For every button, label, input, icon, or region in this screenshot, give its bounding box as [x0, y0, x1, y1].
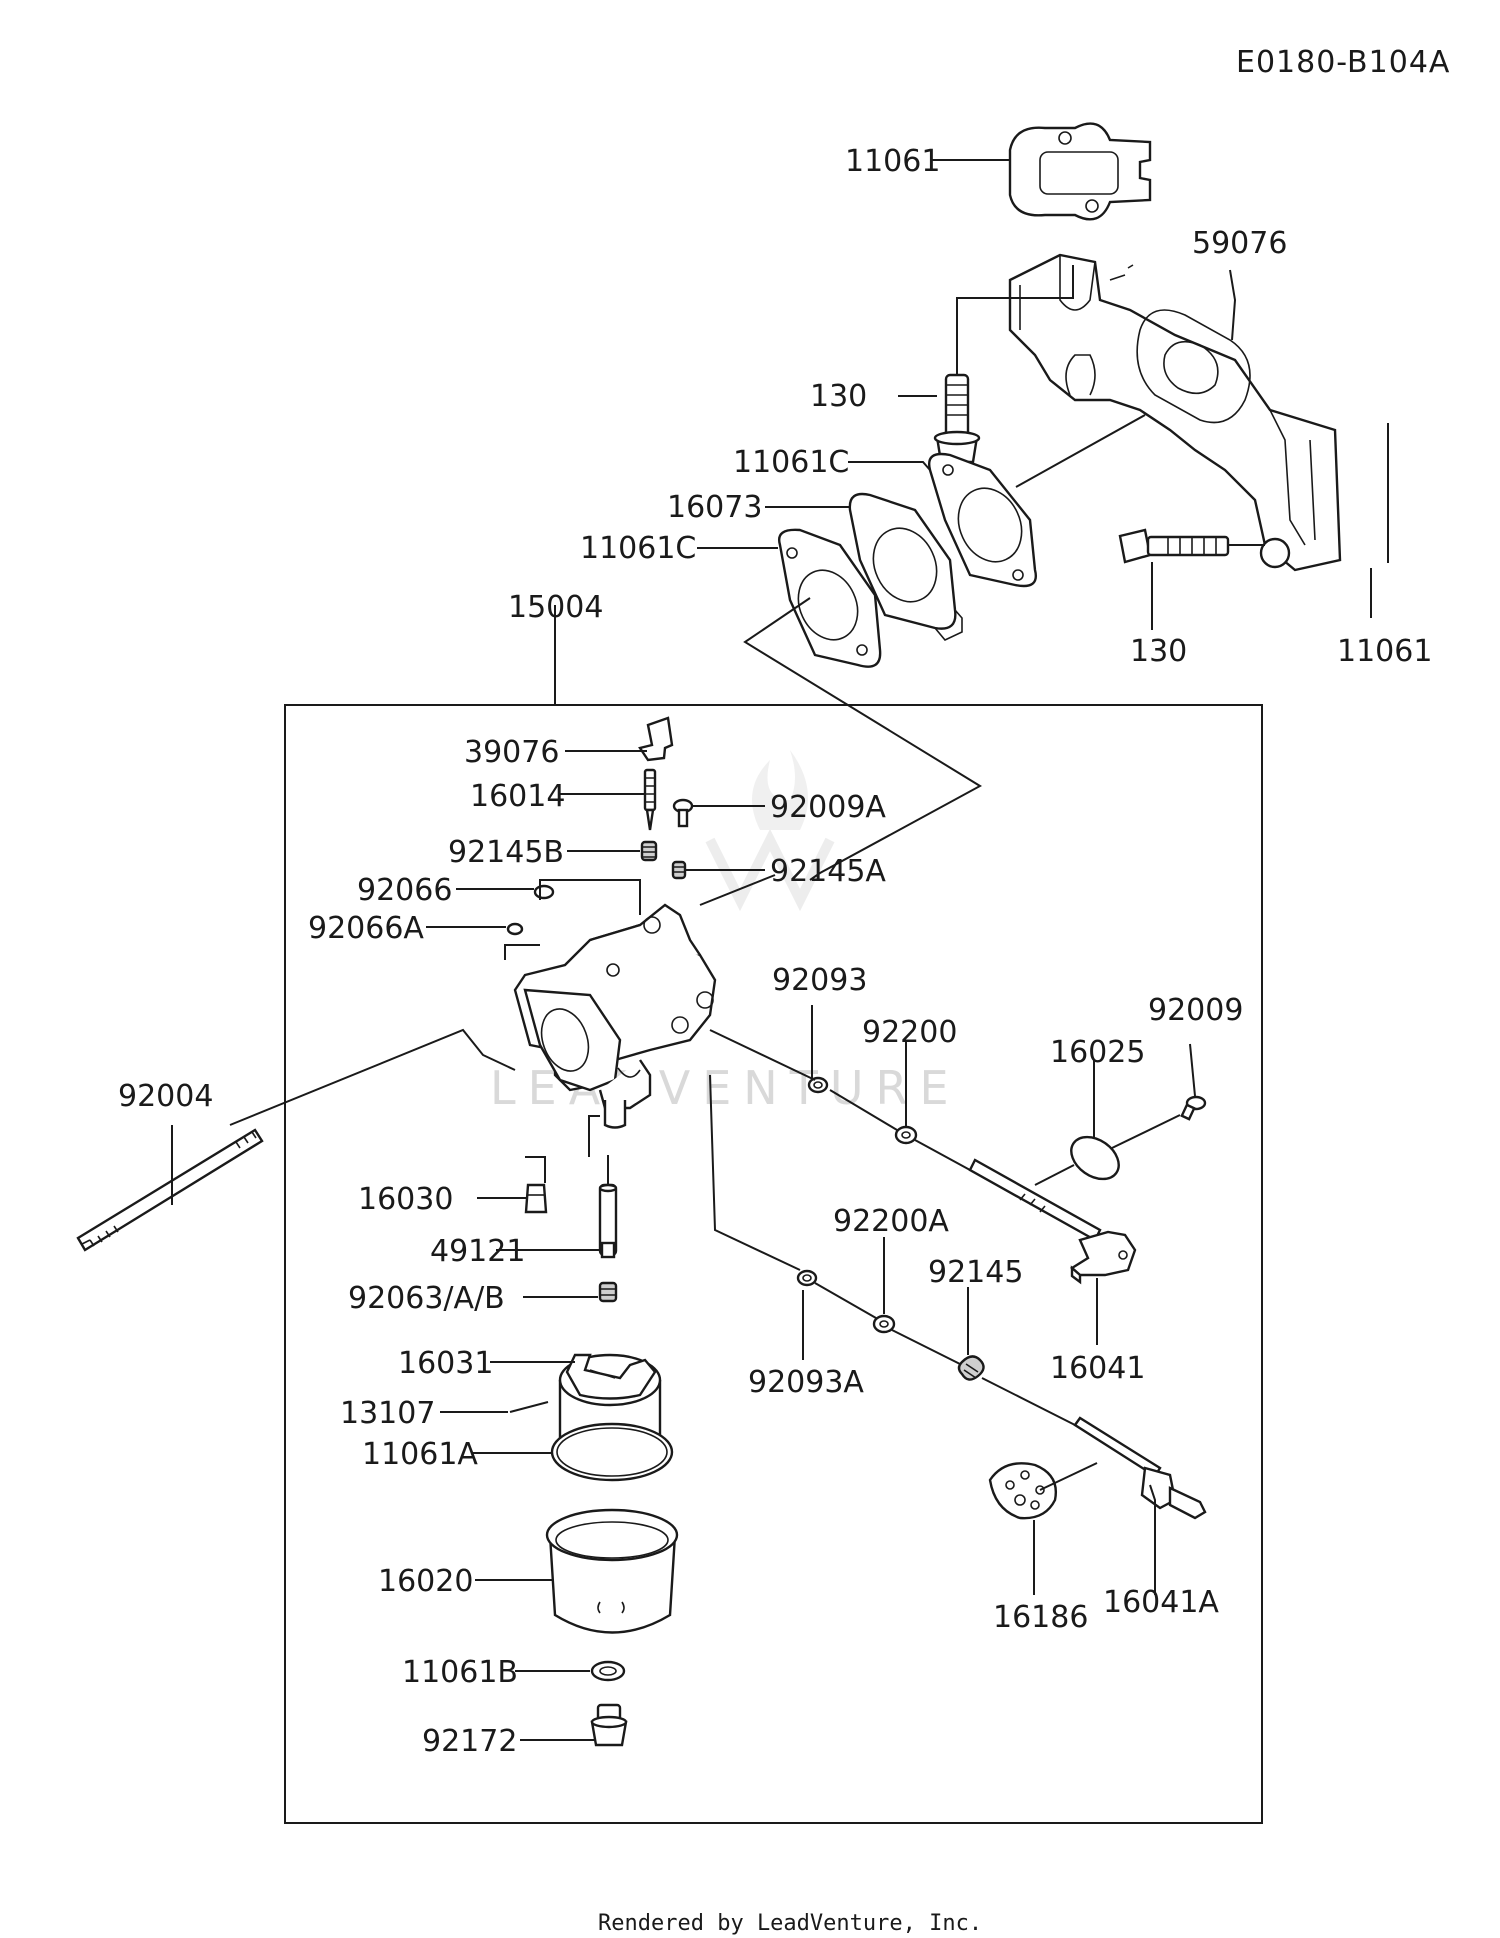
part-92145b — [640, 840, 658, 862]
label-92200a: 92200A — [833, 1204, 949, 1239]
part-11061a-inner — [556, 1427, 668, 1477]
part-49121 — [598, 1183, 618, 1259]
label-59076: 59076 — [1192, 226, 1287, 261]
label-130-upper: 130 — [810, 379, 867, 414]
part-92004 — [76, 1128, 264, 1252]
part-92093 — [807, 1076, 829, 1094]
label-92063-a-b: 92063/A/B — [348, 1281, 505, 1316]
label-11061b: 11061B — [402, 1655, 518, 1690]
part-11061a — [550, 1422, 674, 1482]
label-92066: 92066 — [357, 873, 452, 908]
label-130-lower: 130 — [1130, 634, 1187, 669]
label-15004: 15004 — [508, 590, 603, 625]
part-11061b — [590, 1660, 626, 1682]
label-92145a: 92145A — [770, 854, 886, 889]
carburetor-assembly-box — [284, 704, 1263, 1824]
label-49121: 49121 — [430, 1234, 525, 1269]
label-16014: 16014 — [470, 779, 565, 814]
label-16025: 16025 — [1050, 1035, 1145, 1070]
diagram-reference-code: E0180-B104A — [1236, 45, 1450, 80]
label-92200: 92200 — [862, 1015, 957, 1050]
part-16025 — [1070, 1135, 1120, 1181]
gasket-11061-top — [1008, 122, 1152, 221]
part-16186 — [988, 1462, 1057, 1520]
part-92093a — [796, 1269, 818, 1287]
label-11061-right: 11061 — [1337, 634, 1432, 669]
label-92004: 92004 — [118, 1079, 213, 1114]
part-labels: 11061 59076 130 11061C 16073 11061C 130 … — [118, 144, 1432, 1759]
label-16030: 16030 — [358, 1182, 453, 1217]
label-92009a: 92009A — [770, 790, 886, 825]
gasket-11061c-lower — [778, 528, 882, 668]
label-92009: 92009 — [1148, 993, 1243, 1028]
part-13107 — [509, 1401, 549, 1413]
label-16041a: 16041A — [1103, 1585, 1219, 1620]
label-92066a: 92066A — [308, 911, 424, 946]
label-92093a: 92093A — [748, 1365, 864, 1400]
label-16073: 16073 — [667, 490, 762, 525]
label-92145b: 92145B — [448, 835, 564, 870]
part-16030 — [524, 1183, 548, 1214]
part-92200a — [872, 1314, 896, 1334]
bolt-130-lower — [1118, 528, 1230, 564]
part-16020 — [545, 1508, 679, 1634]
bolt-130-upper — [933, 373, 981, 464]
label-92093: 92093 — [772, 963, 867, 998]
footer-credit: Rendered by LeadVenture, Inc. — [598, 1911, 982, 1936]
spacer-16073 — [848, 492, 963, 641]
part-92145 — [957, 1355, 985, 1381]
part-92063 — [598, 1281, 618, 1303]
label-92145: 92145 — [928, 1255, 1023, 1290]
intake-manifold-59076 — [1008, 253, 1342, 572]
part-39076 — [638, 716, 674, 762]
label-16020: 16020 — [378, 1564, 473, 1599]
part-92009a — [672, 798, 694, 828]
part-92200 — [894, 1125, 918, 1145]
part-92009 — [1180, 1095, 1207, 1121]
label-92172: 92172 — [422, 1724, 517, 1759]
label-11061c-lower: 11061C — [580, 531, 696, 566]
label-11061a: 11061A — [362, 1437, 478, 1472]
part-92066 — [533, 884, 555, 900]
part-92145a — [671, 860, 687, 880]
label-16041: 16041 — [1050, 1351, 1145, 1386]
part-92066a — [506, 922, 524, 936]
part-16041a — [1073, 1416, 1207, 1520]
part-92172 — [590, 1703, 628, 1747]
label-39076: 39076 — [464, 735, 559, 770]
leader-lines — [171, 159, 1372, 1741]
label-16031: 16031 — [398, 1346, 493, 1381]
label-11061c-upper: 11061C — [733, 445, 849, 480]
part-16041 — [968, 1158, 1137, 1285]
carburetor-body — [513, 903, 717, 1129]
label-16186: 16186 — [993, 1600, 1088, 1635]
label-11061-top: 11061 — [845, 144, 940, 179]
gasket-11061c-upper — [928, 452, 1037, 588]
label-13107: 13107 — [340, 1396, 435, 1431]
part-16014 — [643, 768, 657, 831]
